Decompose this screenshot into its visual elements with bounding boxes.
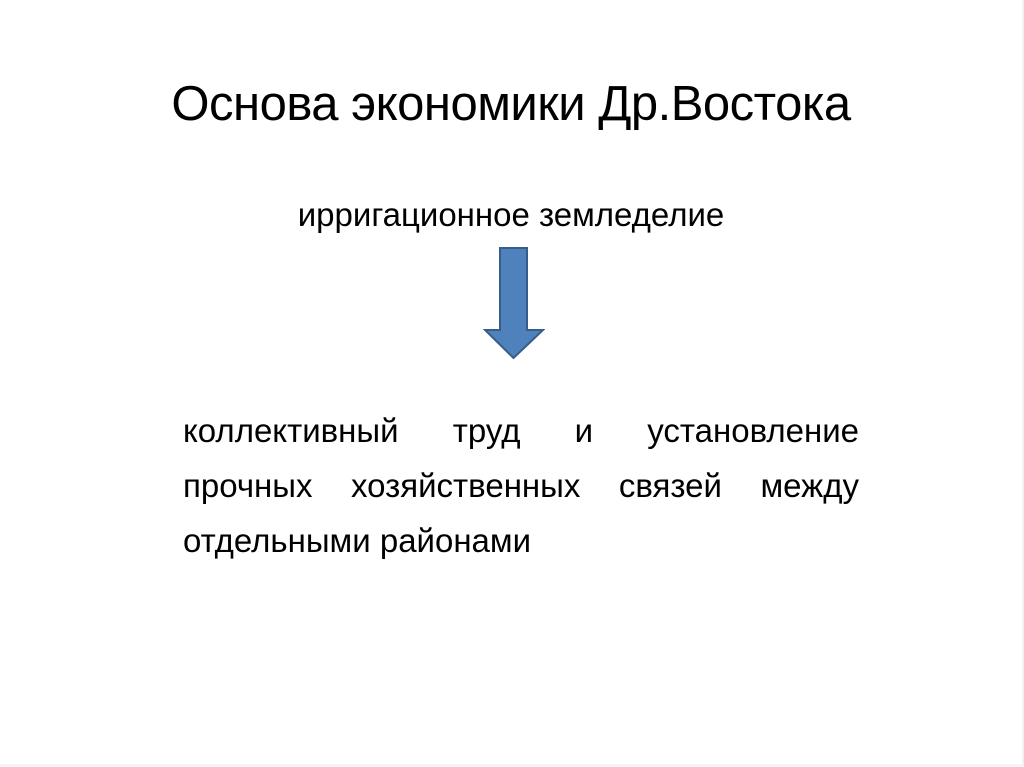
slide-title: Основа экономики Др.Востока	[171, 77, 851, 131]
down-arrow-icon	[483, 247, 545, 360]
body-text: коллективный труд и установление прочных…	[183, 412, 859, 559]
slide-subtitle: ирригационное земледелие	[297, 196, 725, 233]
